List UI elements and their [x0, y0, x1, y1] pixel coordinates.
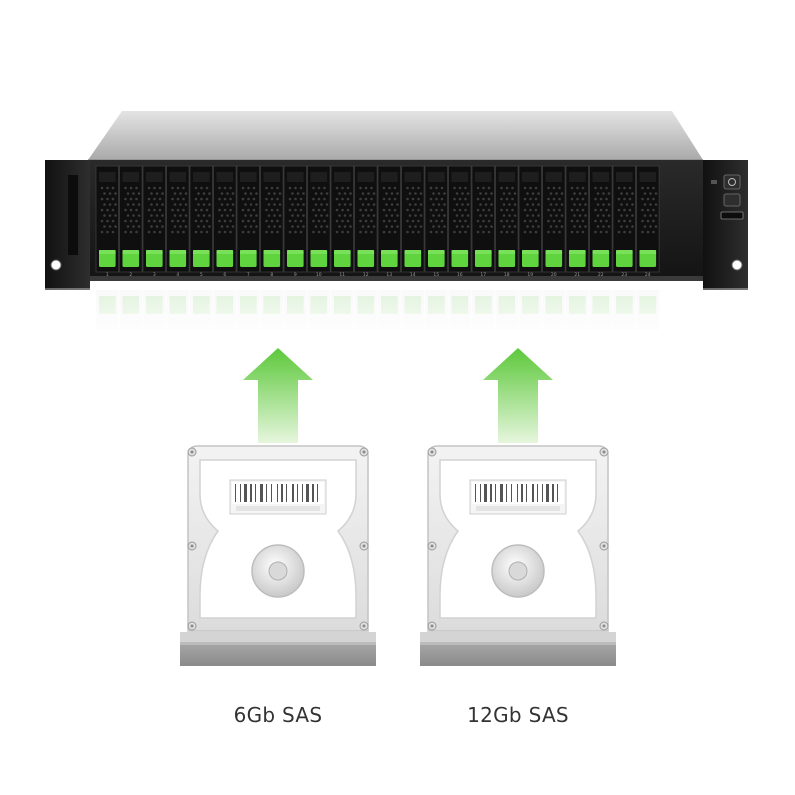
bay-latch[interactable]: [193, 250, 210, 267]
bay-latch[interactable]: [381, 250, 398, 267]
bay-number: 22: [598, 272, 604, 278]
drive-label-12gb-sas: 12Gb SAS: [467, 703, 569, 727]
drive-bay[interactable]: 7: [236, 165, 261, 278]
drive-bay[interactable]: 1: [95, 165, 120, 278]
bay-number: 1: [106, 272, 109, 278]
left-rack-ear: [45, 160, 90, 290]
bay-latch[interactable]: [263, 250, 281, 267]
bay-number: 5: [200, 272, 203, 278]
bay-number: 19: [527, 272, 533, 278]
bay-number: 11: [339, 272, 345, 278]
bay-latch[interactable]: [428, 250, 445, 267]
drive-bay[interactable]: 15: [424, 165, 449, 278]
bay-number: 8: [270, 272, 273, 278]
bay-latch[interactable]: [169, 250, 187, 267]
drive-label-6gb-sas: 6Gb SAS: [233, 703, 323, 727]
bay-number: 15: [433, 272, 439, 278]
bay-number: 12: [363, 272, 369, 278]
bay-number: 2: [129, 272, 132, 278]
drive-bay[interactable]: 13: [377, 165, 402, 278]
bay-latch[interactable]: [522, 250, 539, 267]
bay-latch[interactable]: [616, 250, 633, 267]
bay-number: 13: [386, 272, 392, 278]
bay-latch[interactable]: [287, 250, 304, 267]
bay-number: 24: [645, 272, 651, 278]
bay-number: 3: [153, 272, 156, 278]
barcode-label: [469, 479, 567, 515]
drive-bay[interactable]: 6: [213, 165, 237, 278]
usb-port-icon[interactable]: [720, 211, 744, 220]
drive-bay[interactable]: 24: [636, 165, 660, 278]
server-top-cover: [88, 111, 703, 160]
reset-icon[interactable]: [723, 193, 741, 207]
bay-number: 6: [223, 272, 226, 278]
bay-number: 20: [551, 272, 557, 278]
drive-bay[interactable]: 8: [260, 165, 284, 278]
server-reflection: [45, 288, 748, 348]
hard-drive-icon: [180, 445, 376, 666]
bay-number: 23: [621, 272, 627, 278]
drive-bay[interactable]: 22: [589, 165, 613, 278]
bay-latch[interactable]: [498, 250, 516, 267]
barcode-label: [229, 479, 327, 515]
bay-latch[interactable]: [451, 250, 469, 267]
right-rack-ear: [703, 160, 748, 290]
bay-latch[interactable]: [404, 250, 422, 267]
upload-arrow-icon: [483, 348, 553, 443]
drive-bay[interactable]: 23: [612, 165, 637, 278]
drive-bay[interactable]: 21: [565, 165, 590, 278]
bay-latch[interactable]: [122, 250, 140, 267]
bay-number: 7: [247, 272, 250, 278]
drive-bay[interactable]: 2: [119, 165, 143, 278]
bay-number: 10: [316, 272, 322, 278]
drive-bay[interactable]: 20: [542, 165, 566, 278]
drive-base: [420, 642, 616, 666]
drive-base: [180, 642, 376, 666]
bay-latch[interactable]: [592, 250, 610, 267]
drive-bay[interactable]: 19: [518, 165, 543, 278]
bay-number: 21: [574, 272, 580, 278]
upload-arrow-icon: [243, 348, 313, 443]
bay-latch[interactable]: [569, 250, 586, 267]
bay-number: 16: [457, 272, 463, 278]
bay-latch[interactable]: [310, 250, 328, 267]
bay-latch[interactable]: [216, 250, 234, 267]
bay-number: 18: [504, 272, 510, 278]
bay-latch[interactable]: [146, 250, 163, 267]
bay-latch[interactable]: [475, 250, 492, 267]
bay-latch[interactable]: [639, 250, 657, 267]
hard-drive-icon: [420, 445, 616, 666]
drive-bay[interactable]: 10: [307, 165, 331, 278]
right-ear-hole-icon: [731, 259, 743, 271]
bay-number: 14: [410, 272, 416, 278]
drive-bay[interactable]: 11: [330, 165, 355, 278]
drive-bay[interactable]: 5: [189, 165, 214, 278]
bay-number: 9: [294, 272, 297, 278]
bay-latch[interactable]: [240, 250, 257, 267]
drive-bay[interactable]: 9: [283, 165, 308, 278]
drive-bay[interactable]: 4: [166, 165, 190, 278]
drive-bay[interactable]: 16: [448, 165, 472, 278]
bay-number: 4: [176, 272, 179, 278]
power-icon[interactable]: [723, 174, 741, 190]
left-ear-hole-icon: [50, 259, 62, 271]
bay-latch[interactable]: [545, 250, 563, 267]
drive-bay[interactable]: 14: [401, 165, 425, 278]
drive-bay[interactable]: 3: [142, 165, 167, 278]
bay-latch[interactable]: [334, 250, 351, 267]
drive-bay[interactable]: 17: [471, 165, 496, 278]
bay-latch[interactable]: [99, 250, 116, 267]
drive-bay[interactable]: 12: [354, 165, 378, 278]
bay-number: 17: [480, 272, 486, 278]
bay-latch[interactable]: [357, 250, 375, 267]
drive-bay[interactable]: 18: [495, 165, 519, 278]
